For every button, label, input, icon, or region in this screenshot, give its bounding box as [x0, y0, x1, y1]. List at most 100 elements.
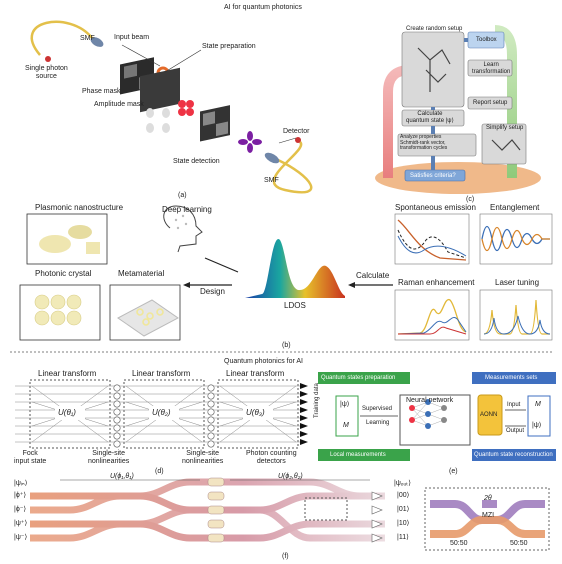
label-state-3: |ψ⁻⟩ [14, 534, 28, 541]
label-calc: Calculate quantum state |ψ⟩ [406, 111, 454, 124]
mzi-box [424, 487, 550, 551]
label-detector: Detector [283, 128, 310, 135]
detection-mask [200, 105, 230, 142]
label-qsp: Quantum states preparation [321, 375, 396, 381]
simplify-box [481, 123, 527, 165]
label-photonic: Photonic crystal [35, 269, 92, 278]
label-out-0: |00⟩ [397, 492, 410, 499]
label-nn: Neural network [406, 397, 454, 404]
label-report: Report setup [473, 100, 508, 106]
ldos-curve [245, 238, 345, 298]
success-arrow [494, 25, 517, 178]
label-toolbox: Toolbox [476, 37, 497, 43]
label-ssn1: Single-site nonlinearities [88, 450, 130, 465]
learn-box [467, 59, 513, 77]
label-spont: Spontaneous emission [395, 203, 476, 212]
psi-m-box [335, 395, 359, 437]
create-box [401, 31, 465, 108]
label-out-3: |11⟩ [397, 534, 409, 541]
entanglement-plot [479, 213, 553, 265]
label-local: Local measurements [330, 452, 386, 458]
qsp-bar [318, 372, 410, 384]
label-analyze: Analyze properties Schmidt-rank vector, … [400, 134, 448, 151]
label-two-theta: 2θ [484, 495, 492, 502]
fiber-connector-top [90, 37, 104, 47]
raman-plot [394, 289, 470, 341]
mzi-arm-bottom [430, 516, 545, 538]
label-e-m2: M [535, 401, 541, 408]
title-top: AI for quantum photonics [224, 4, 302, 11]
local-bar [318, 449, 410, 461]
lt-box-2 [123, 379, 205, 449]
output-lobes [238, 131, 262, 153]
label-bs2: 50:50 [510, 540, 528, 547]
label-laser: Laser tuning [495, 278, 540, 287]
detector-marker [295, 137, 301, 143]
m-psi-box [527, 395, 551, 437]
label-plasmonic: Plasmonic nanostructure [35, 203, 124, 212]
label-supervised: Supervised [362, 406, 393, 412]
head-outline [163, 205, 203, 253]
label-calculate: Calculate [356, 271, 390, 280]
phase-shifters [207, 477, 225, 543]
label-smf-bottom: SMF [264, 177, 279, 184]
label-u3: U(θ₃) [246, 408, 265, 417]
label-u1: U(θ₁) [58, 408, 76, 417]
label-deep: Deep learning [162, 205, 212, 214]
label-learning: Learning [366, 420, 390, 426]
label-pcd: Photon counting detectors [246, 450, 297, 465]
fiber-connector-bottom [264, 152, 280, 164]
caption-e: (e) [449, 468, 458, 475]
label-fock: Fock input state [14, 450, 47, 465]
label-state-0: |ϕ⁺⟩ [14, 492, 27, 499]
label-psi-out: |ψₒᵤₜ⟩ [394, 480, 411, 487]
amplitude-mask [140, 67, 180, 133]
aonn-box [477, 394, 503, 436]
label-simplify: Simplify setup [486, 125, 524, 131]
label-lt3: Linear transform [226, 369, 285, 378]
label-raman: Raman enhancement [398, 278, 475, 287]
label-smf-top: SMF [80, 35, 95, 42]
label-lt1: Linear transform [38, 369, 97, 378]
panel-c [375, 25, 541, 194]
label-output: Output [506, 428, 525, 434]
label-u-left: U(ϕ₁,θ₁) [110, 473, 134, 480]
label-e-psi: |ψ⟩ [340, 401, 350, 408]
panel-b [19, 205, 553, 341]
design-arrow-in [204, 257, 239, 273]
source-marker [45, 56, 51, 62]
label-state-1: |ϕ⁻⟩ [14, 506, 27, 513]
analyze-box [397, 133, 477, 157]
spont-plot [394, 213, 470, 265]
label-criteria: Satisfies criteria? [410, 173, 456, 179]
label-e-psi2: |ψ⟩ [532, 422, 542, 429]
nonlinearity-nodes [113, 384, 215, 448]
waveguide-2 [30, 478, 385, 514]
fiber-bottom [272, 141, 313, 194]
label-create: Create random setup [406, 26, 463, 32]
label-entangle: Entanglement [490, 203, 540, 212]
label-design: Design [200, 287, 225, 296]
label-psi-in: |ψᵢₙ⟩ [14, 480, 28, 487]
caption-d: (d) [155, 468, 164, 475]
label-ldos: LDOS [284, 301, 306, 310]
label-mzi: MZI [482, 512, 495, 519]
panel-e [318, 372, 556, 461]
caption-c: (c) [466, 196, 475, 203]
label-amp-mask: Amplitude mask [94, 101, 144, 108]
label-u2: U(θ₂) [152, 408, 171, 417]
label-ssn2: Single-site nonlinearities [182, 450, 224, 465]
label-state-prep: State preparation [202, 43, 256, 50]
beam-lobes [178, 100, 194, 116]
label-qsr: Quantum state reconstruction [474, 452, 553, 458]
label-u-right: U(ϕ₂,θ₂) [278, 473, 303, 480]
waveguide-3 [30, 520, 385, 542]
title-bottom: Quantum photonics for AI [224, 358, 303, 365]
label-meta: Metamaterial [118, 269, 165, 278]
qsr-bar [472, 449, 556, 461]
caption-a: (a) [178, 192, 187, 199]
laser-plot [479, 289, 553, 341]
fiber-top [30, 20, 93, 56]
